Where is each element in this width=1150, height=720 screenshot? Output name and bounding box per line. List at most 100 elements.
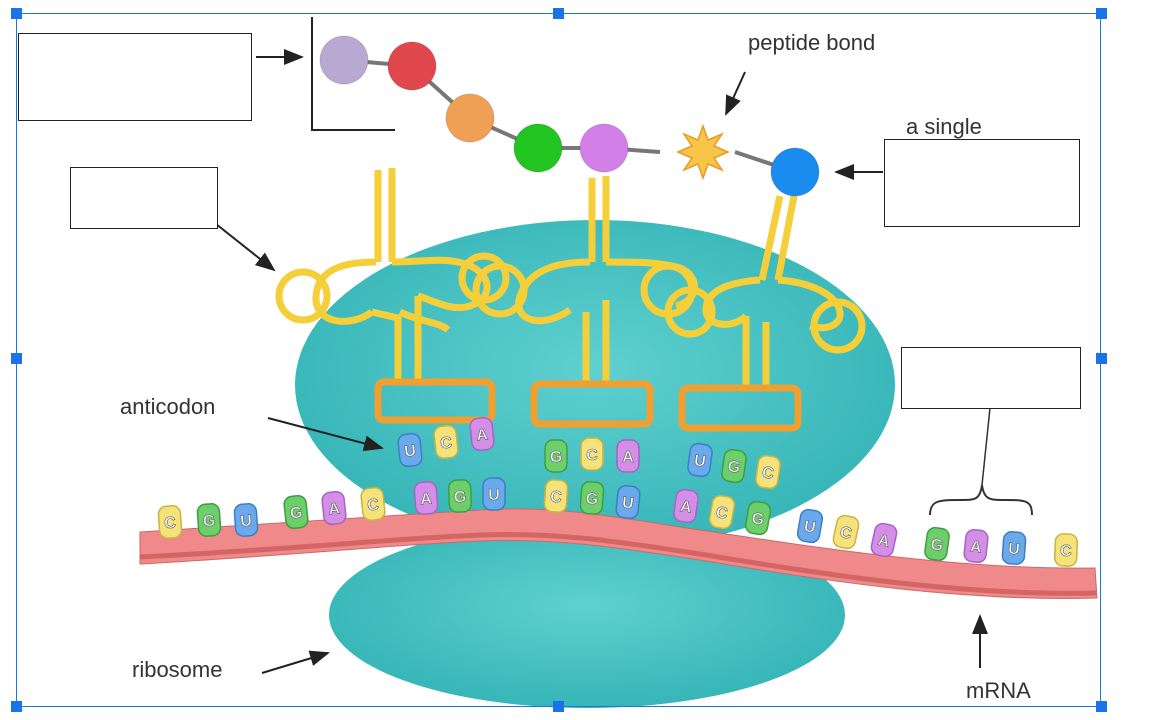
base-C: C [543,479,569,513]
base-letter: A [876,532,891,551]
base-G: G [196,503,222,537]
base-shape [543,479,569,513]
base-C: C [580,437,604,471]
label-mrna: mRNA [966,678,1031,703]
base-U: U [397,432,423,468]
base-letter: C [550,489,563,507]
base-letter: U [1008,541,1021,559]
polypeptide-bracket [311,17,395,131]
ribosome-small-subunit [329,522,845,708]
base-letter: G [202,513,216,531]
base-letter: U [621,494,634,512]
base-letter: G [289,504,303,522]
base-shape [744,500,772,536]
base-shape [196,503,222,537]
base-A: A [616,439,640,473]
base-G: G [721,448,747,484]
amino-acid-bead [387,41,437,91]
base-G: G [283,494,309,530]
amino-acids [319,35,820,197]
trna-3 [664,195,866,432]
label-peptide-bond: peptide bond [748,30,876,55]
base-U: U [233,503,259,537]
base-shape [433,424,459,460]
base-C: C [360,486,386,522]
base-shape [924,526,950,562]
amino-acid-bead [579,123,629,173]
base-letter: A [328,500,342,518]
resize-handle-top[interactable] [553,8,564,19]
base-shape [397,432,423,468]
base-letter: A [622,449,634,466]
base-shape [832,514,860,550]
base-U: U [1001,531,1027,565]
codon-bracket [929,484,1033,516]
codon-bracket-stem [981,407,991,486]
base-C: C [755,454,781,490]
base-shape [482,477,506,511]
answer-box-codon[interactable] [901,347,1081,409]
answer-box-polypeptide[interactable] [18,33,252,121]
base-C: C [1053,533,1079,567]
base-shape [755,454,781,490]
resize-handle-bottom-right[interactable] [1096,701,1107,712]
base-U: U [482,477,506,511]
base-letter: U [803,518,817,537]
base-letter: C [1060,543,1073,560]
amino-acid-bead [445,93,495,143]
resize-handle-right[interactable] [1096,353,1107,364]
base-shape [796,508,824,544]
resize-handle-top-right[interactable] [1096,8,1107,19]
base-letter: G [726,458,741,477]
base-letter: A [476,426,490,444]
base-C: C [433,424,459,460]
base-letter: U [404,442,417,460]
base-shape [544,439,568,473]
base-shape [447,479,473,513]
base-U: U [687,442,713,478]
resize-handle-top-left[interactable] [11,8,22,19]
base-shape [673,488,699,524]
answer-box-trna[interactable] [70,167,218,229]
base-G: G [544,439,568,473]
base-A: A [469,416,495,452]
base-letter: C [164,515,177,533]
base-letter: U [693,452,707,470]
base-shape [963,528,989,564]
trna-2 [472,176,698,428]
base-shape [615,484,641,520]
base-shape [579,481,605,515]
base-shape [360,486,386,522]
base-shape [616,439,640,473]
arrow-to-ribosome [261,650,330,674]
resize-handle-bottom-left[interactable] [11,701,22,712]
base-G: G [744,500,772,536]
base-C: C [157,505,183,539]
trna-group [275,168,866,432]
polypeptide-chain [319,35,820,197]
base-letter: G [929,536,944,555]
base-shape [321,490,347,526]
base-letter: C [367,496,381,514]
base-shape [469,416,495,452]
base-shape [721,448,747,484]
amino-acid-bead [770,147,820,197]
amino-acid-bead [319,35,369,85]
label-ribosome: ribosome [132,657,223,682]
base-letter: A [969,538,983,556]
answer-box-single-amino-acid[interactable] [884,139,1080,227]
resize-handle-bottom[interactable] [553,701,564,712]
base-letter: G [550,449,562,466]
arrows [215,49,988,674]
base-shape [687,442,713,478]
base-letter: C [838,524,853,543]
base-U: U [615,484,641,520]
base-letter: U [488,487,500,504]
resize-handle-left[interactable] [11,353,22,364]
trna-1 [275,168,510,424]
base-A: A [870,522,898,558]
base-shape [157,505,183,539]
